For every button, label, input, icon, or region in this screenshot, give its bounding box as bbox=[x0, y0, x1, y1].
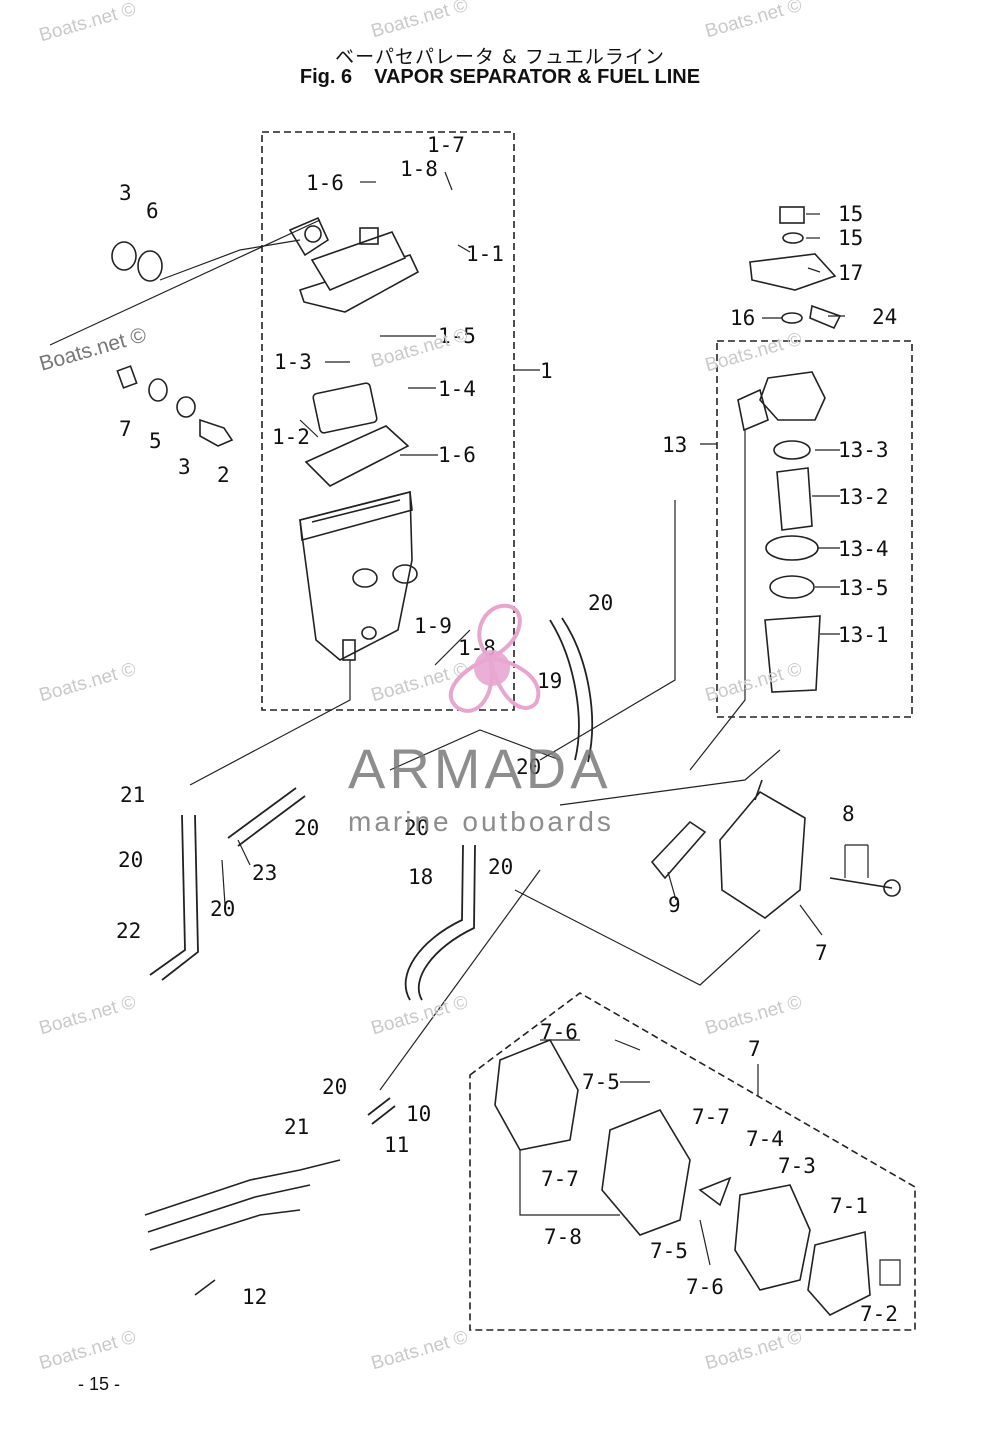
part-label-20-b: 20 bbox=[516, 755, 542, 779]
part-label-21-top: 21 bbox=[120, 783, 146, 807]
part-label-16: 17 bbox=[838, 261, 864, 285]
figure-number: Fig. 6 bbox=[299, 66, 353, 88]
part-label-17: 18 bbox=[408, 865, 434, 889]
part-label-14: 15 bbox=[838, 202, 864, 226]
part-label-15-bottom: 16 bbox=[730, 306, 756, 330]
part-label-8: 8 bbox=[842, 802, 855, 826]
fuel-hoses bbox=[149, 617, 593, 1125]
part-label-1-3: 1-3 bbox=[274, 350, 312, 374]
part-label-7-8: 7-8 bbox=[544, 1225, 582, 1249]
part-label-1-4: 1-4 bbox=[438, 377, 476, 401]
fuel-pump-upper bbox=[650, 779, 901, 919]
group-box-fuel-pump bbox=[469, 992, 916, 1331]
part-label-23: 24 bbox=[872, 305, 898, 329]
part-label-7-3: 7-3 bbox=[778, 1154, 816, 1178]
part-label-20-g: 20 bbox=[322, 1075, 348, 1099]
fuel-pump-exploded-parts bbox=[494, 1038, 871, 1316]
part-label-7-1: 7-1 bbox=[830, 1194, 868, 1218]
group-box-vapor-separator bbox=[261, 131, 515, 711]
diagram-title-japanese: ベーパセパレータ & フュエルライン bbox=[335, 46, 665, 68]
part-label-20-c: 20 bbox=[294, 816, 320, 840]
part-label-1-1: 1-1 bbox=[466, 242, 504, 266]
part-label-7-4: 7-4 bbox=[746, 1127, 784, 1151]
part-label-20-e: 20 bbox=[488, 855, 514, 879]
page-number: - 15 - bbox=[78, 1374, 121, 1394]
part-label-1-8: 1-7 bbox=[427, 133, 465, 157]
part-label-7-5-bottom: 7-5 bbox=[650, 1239, 688, 1263]
part-label-1-2: 1-2 bbox=[272, 425, 310, 449]
part-label-7-2: 7-2 bbox=[860, 1302, 898, 1326]
part-label-1-7: 1-6 bbox=[306, 171, 344, 195]
leader-lines bbox=[49, 171, 901, 1286]
part-label-3-bottom: 3 bbox=[178, 455, 191, 479]
vapor-separator-body bbox=[299, 490, 418, 661]
part-label-11: 11 bbox=[384, 1133, 410, 1157]
diagram-title-english: VAPOR SEPARATOR & FUEL LINE bbox=[374, 66, 701, 88]
part-label-1-9-lower: 1-9 bbox=[414, 614, 452, 638]
float-part bbox=[312, 382, 378, 434]
part-label-7-lower: 7 bbox=[748, 1037, 761, 1061]
vapor-separator-cover bbox=[288, 216, 420, 313]
part-label-6: 7 bbox=[119, 417, 132, 441]
part-label-13-3: 13-3 bbox=[838, 438, 889, 462]
part-label-9: 9 bbox=[668, 893, 681, 917]
part-label-5: 6 bbox=[146, 199, 159, 223]
diagram-title: Fig. 6 VAPOR SEPARATOR & FUEL LINE bbox=[0, 66, 1000, 89]
part-label-1-5: 1-5 bbox=[438, 324, 476, 348]
part-label-7-7-left: 7-7 bbox=[541, 1167, 579, 1191]
propeller-logo-icon bbox=[448, 603, 541, 713]
part-label-22: 23 bbox=[252, 861, 278, 885]
part-label-7-upper: 7 bbox=[815, 941, 828, 965]
part-label-12: 12 bbox=[242, 1285, 268, 1309]
part-label-13-2: 13-2 bbox=[838, 485, 889, 509]
part-label-3-top: 3 bbox=[119, 181, 132, 205]
brand-name-watermark: ARMADA bbox=[348, 737, 612, 800]
part-label-19: 20 bbox=[118, 848, 144, 872]
part-label-21-bottom: 22 bbox=[116, 919, 142, 943]
part-label-7-6-top: 7-6 bbox=[540, 1020, 578, 1044]
part-label-10: 10 bbox=[406, 1102, 432, 1126]
part-label-15-top: 15 bbox=[838, 226, 864, 250]
part-label-13-5: 13-5 bbox=[838, 576, 889, 600]
part-label-13: 13 bbox=[662, 433, 688, 457]
part-label-18: 19 bbox=[537, 669, 563, 693]
part-label-20-h: 21 bbox=[284, 1115, 310, 1139]
part-label-13-4: 13-4 bbox=[838, 537, 889, 561]
part-label-7-6-bottom: 7-6 bbox=[686, 1275, 724, 1299]
brand-tagline-watermark: marine outboards bbox=[348, 806, 614, 837]
part-label-4: 5 bbox=[149, 429, 162, 453]
part-label-2: 2 bbox=[217, 463, 230, 487]
grommet-parts-left bbox=[111, 241, 234, 447]
part-label-13-1: 13-1 bbox=[838, 623, 889, 647]
part-label-1-6: 1-6 bbox=[438, 443, 476, 467]
gasket-part bbox=[304, 425, 410, 487]
part-label-20-a: 20 bbox=[588, 591, 614, 615]
part-label-20-f: 20 bbox=[210, 897, 236, 921]
part-label-1: 1 bbox=[540, 359, 553, 383]
engine-section bbox=[144, 1159, 341, 1296]
part-label-7-5-top: 7-5 bbox=[582, 1070, 620, 1094]
part-label-20-d: 20 bbox=[404, 816, 430, 840]
part-label-1-9: 1-8 bbox=[400, 157, 438, 181]
part-label-7-7-right: 7-7 bbox=[692, 1105, 730, 1129]
